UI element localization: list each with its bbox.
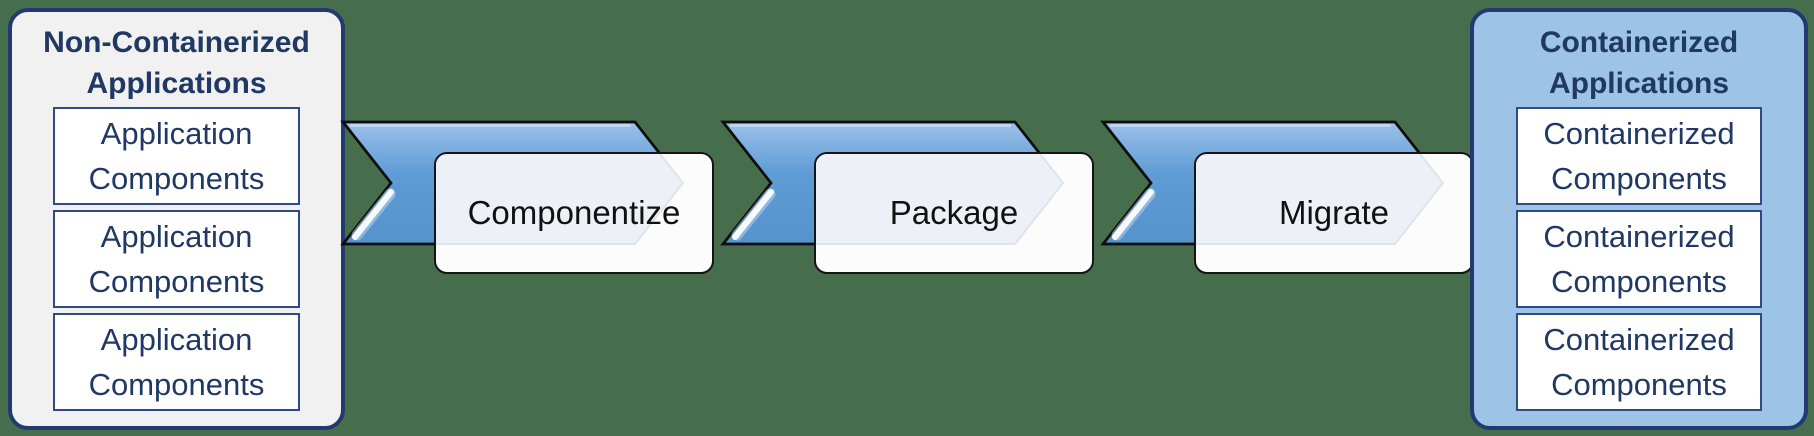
containerized-title: Containerized Applications bbox=[1474, 22, 1804, 104]
containerized-components-list: Containerized Components Containerized C… bbox=[1474, 107, 1804, 411]
application-component-box: Application Components bbox=[53, 210, 300, 308]
step-label: Package bbox=[889, 194, 1019, 231]
step-componentize: Componentize bbox=[434, 152, 714, 274]
title-line-1: Containerized bbox=[1539, 26, 1739, 59]
non-containerized-title: Non-Containerized Applications bbox=[12, 22, 341, 104]
containerized-component-box: Containerized Components bbox=[1516, 313, 1762, 411]
application-components-list: Application Components Application Compo… bbox=[12, 107, 341, 411]
ghost-arrow-watermark bbox=[1196, 154, 1445, 245]
ghost-arrow-watermark bbox=[816, 154, 1065, 245]
title-line-2: Applications bbox=[86, 67, 267, 100]
ghost-arrow-watermark bbox=[436, 154, 685, 245]
application-component-box: Application Components bbox=[53, 107, 300, 205]
non-containerized-panel: Non-Containerized Applications Applicati… bbox=[8, 8, 345, 430]
step-package: Package bbox=[814, 152, 1094, 274]
containerized-panel: Containerized Applications Containerized… bbox=[1470, 8, 1808, 430]
title-line-1: Non-Containerized bbox=[43, 26, 310, 59]
step-migrate: Migrate bbox=[1194, 152, 1474, 274]
step-label: Componentize bbox=[467, 194, 681, 231]
containerized-component-box: Containerized Components bbox=[1516, 210, 1762, 308]
title-line-2: Applications bbox=[1548, 67, 1729, 100]
application-component-box: Application Components bbox=[53, 313, 300, 411]
containerized-component-box: Containerized Components bbox=[1516, 107, 1762, 205]
step-label: Migrate bbox=[1278, 194, 1390, 231]
